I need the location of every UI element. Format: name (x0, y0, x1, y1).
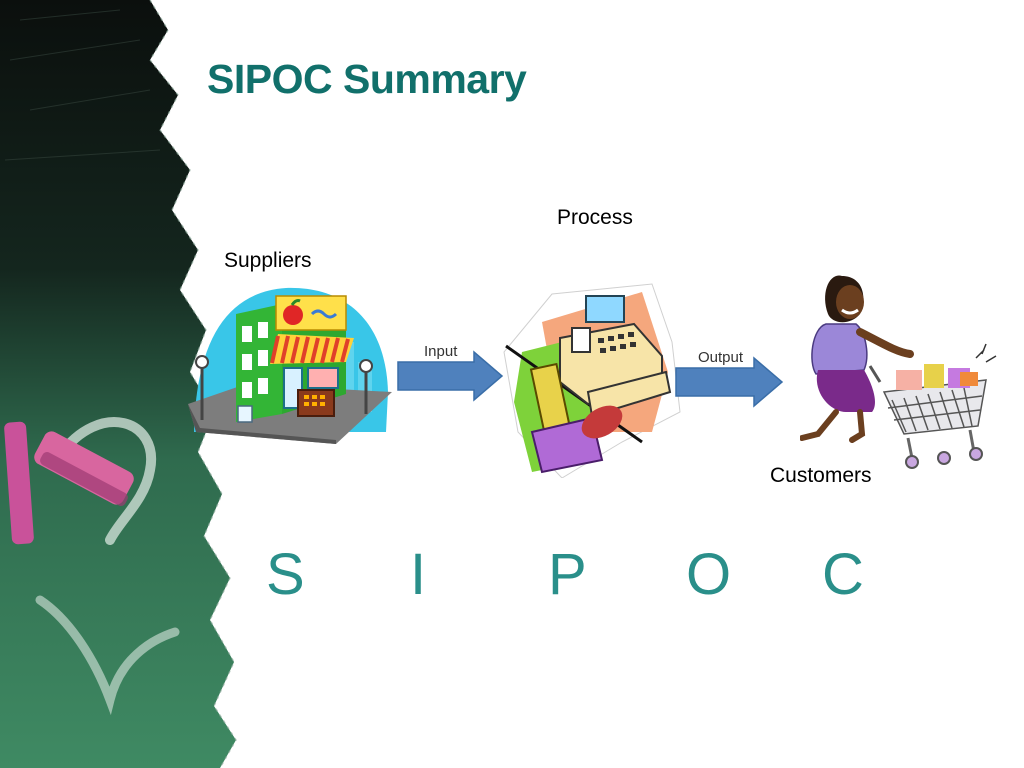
cash-register-icon (503, 283, 681, 478)
suppliers-label: Suppliers (224, 249, 312, 272)
pink-chalk-icon (4, 421, 134, 545)
output-arrow: Output (675, 349, 784, 408)
storefront-icon (188, 287, 392, 444)
shopper-with-cart-icon (800, 275, 997, 469)
chalkboard-sidebar (0, 0, 237, 768)
acronym-letter-p: P (548, 542, 587, 607)
acronym-letter-i: I (410, 542, 427, 607)
acronym-letter-s: S (266, 542, 305, 607)
process-label: Process (557, 206, 633, 229)
customers-label: Customers (770, 464, 872, 487)
acronym-letter-c: C (822, 542, 864, 607)
slide-title: SIPOC Summary (207, 56, 527, 102)
input-arrow: Input (397, 343, 504, 402)
acronym-letter-o: O (686, 542, 732, 607)
output-label: Output (698, 349, 744, 366)
input-label: Input (424, 343, 458, 360)
